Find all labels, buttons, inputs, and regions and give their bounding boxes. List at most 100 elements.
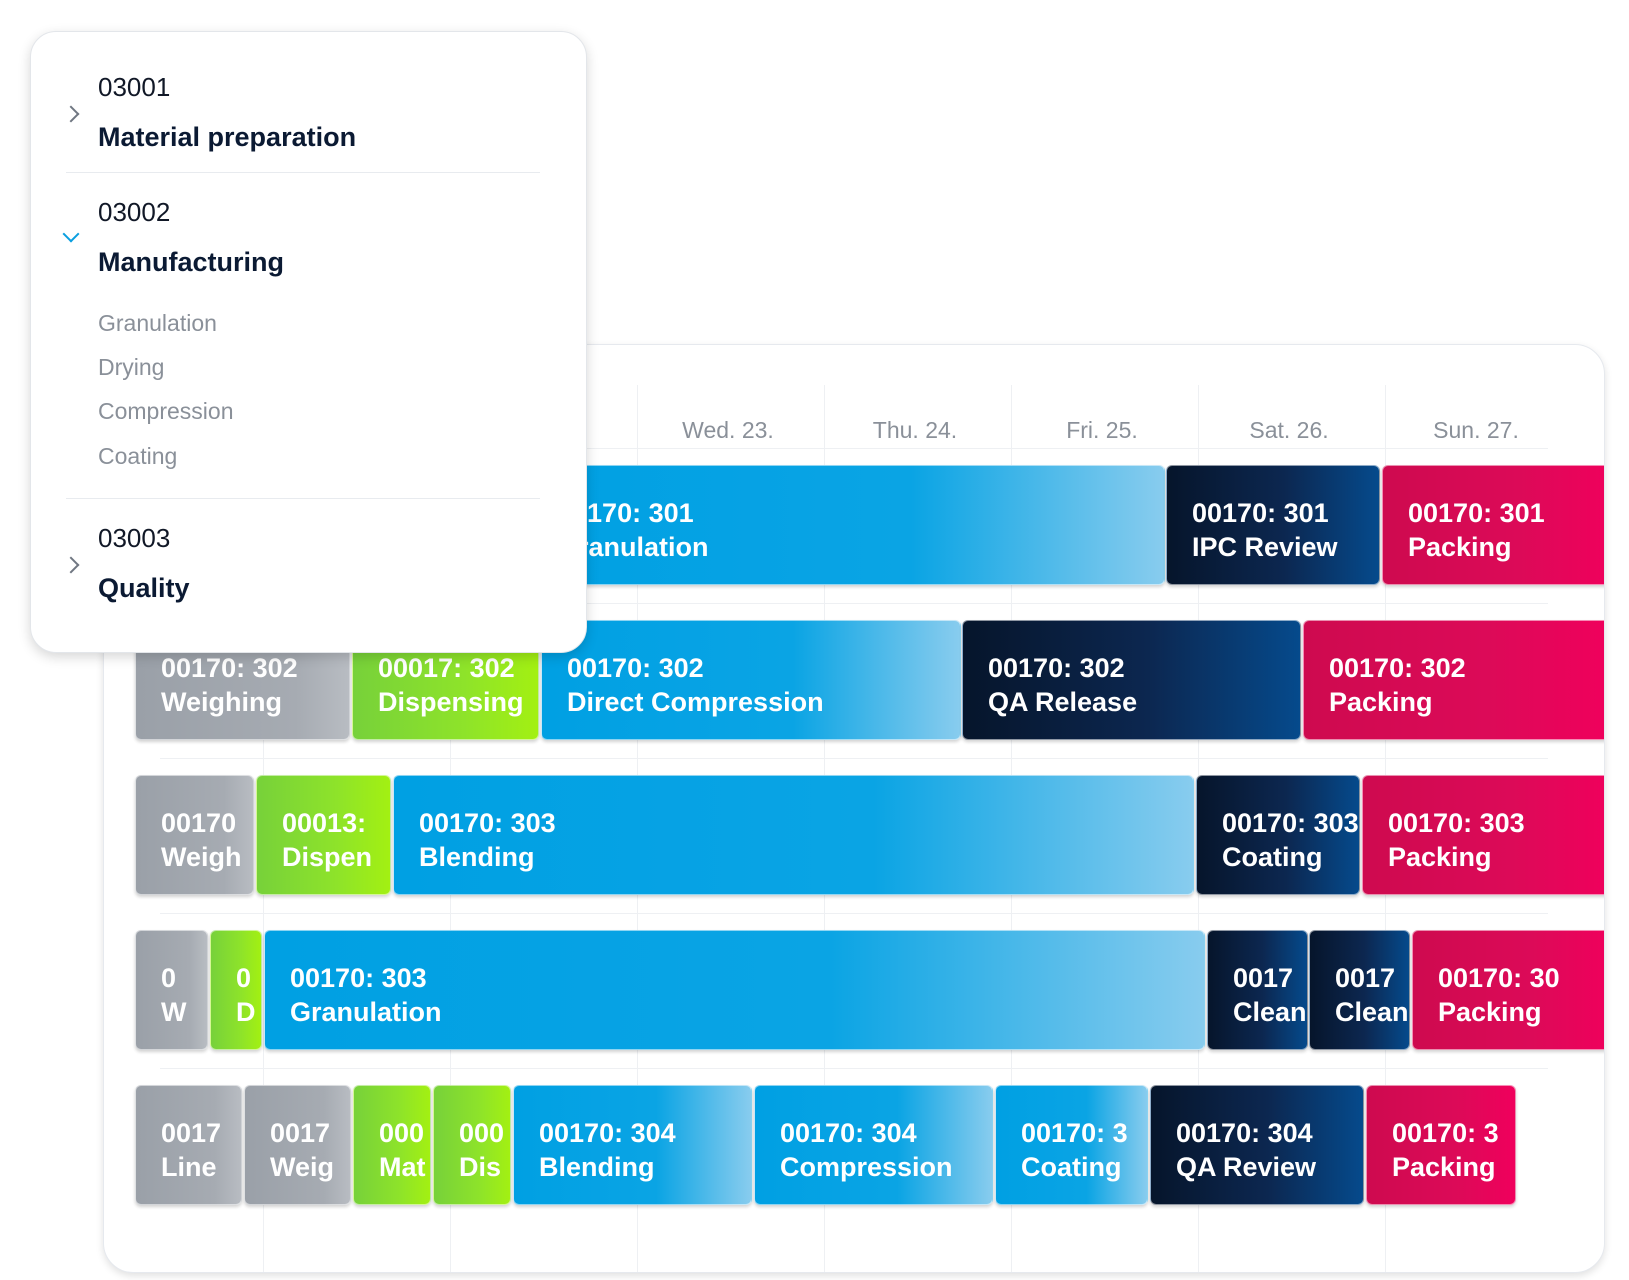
task-id: 0017 xyxy=(1335,963,1396,993)
task-bar[interactable]: 0017 Weig xyxy=(244,1085,351,1205)
grid-line xyxy=(160,913,1548,914)
task-label: QA Review xyxy=(1176,1152,1317,1182)
task-bar[interactable]: 000 Mat xyxy=(353,1085,431,1205)
group-code: 03003 xyxy=(98,523,171,553)
task-label: Packing xyxy=(1388,842,1492,872)
day-header: Wed. 23. xyxy=(682,417,774,443)
task-label: Clean xyxy=(1233,997,1307,1027)
task-label: W xyxy=(161,997,187,1027)
task-label: Blending xyxy=(539,1152,655,1182)
task-label: D xyxy=(236,997,256,1027)
subgroup-item[interactable]: Drying xyxy=(98,354,165,380)
subgroup-item[interactable]: Granulation xyxy=(98,310,217,336)
task-bar[interactable]: 00170: 304 Compression xyxy=(754,1085,993,1205)
task-label: Packing xyxy=(1408,532,1512,562)
task-bar[interactable]: 00170: 30 Packing xyxy=(1412,930,1604,1050)
gantt-chart: 2. Wed. 23. Thu. 24. Fri. 25. Sat. 26. S… xyxy=(103,344,1605,1273)
grid-line xyxy=(160,1068,1548,1069)
task-id: 00170: 304 xyxy=(539,1118,676,1148)
subgroup-item[interactable]: Coating xyxy=(98,443,178,469)
group-name[interactable]: Quality xyxy=(98,573,190,603)
task-id: 0017 xyxy=(1233,963,1294,993)
task-id: 00170: 303 xyxy=(1388,808,1525,838)
grid-line xyxy=(160,758,1548,759)
task-label: Compression xyxy=(780,1152,953,1182)
task-label: IPC Review xyxy=(1192,532,1338,562)
task-label: Granulation xyxy=(290,997,442,1027)
task-id: 00017: 302 xyxy=(378,653,515,683)
task-id: 0017 xyxy=(161,1118,222,1148)
task-label: Weighing xyxy=(161,687,282,717)
task-bar[interactable]: 0017 Clean xyxy=(1207,930,1308,1050)
task-bar[interactable]: 00170: 303 Packing xyxy=(1362,775,1604,895)
task-id: 00170: 302 xyxy=(567,653,704,683)
task-id: 00170: 303 xyxy=(290,963,427,993)
divider xyxy=(66,498,540,499)
task-label: Packing xyxy=(1392,1152,1496,1182)
task-bar[interactable]: 00170: 3 Coating xyxy=(995,1085,1148,1205)
task-id: 0 xyxy=(236,963,252,993)
day-header: Thu. 24. xyxy=(872,417,958,443)
task-id: 00170: 30 xyxy=(1438,963,1560,993)
task-id: 0017 xyxy=(270,1118,331,1148)
task-bar[interactable]: 0017 Line xyxy=(135,1085,242,1205)
task-id: 00170: 303 xyxy=(419,808,556,838)
task-label: Weigh xyxy=(161,842,242,872)
task-bar[interactable]: 00170: 301 Granulation xyxy=(531,465,1165,585)
task-id: 00170 xyxy=(161,808,237,838)
task-bar[interactable]: 00170: 304 Blending xyxy=(513,1085,752,1205)
task-id: 00170: 302 xyxy=(988,653,1125,683)
task-id: 00170: 301 xyxy=(1408,498,1545,528)
chevron-right-icon[interactable] xyxy=(62,105,80,123)
task-id: 00013: xyxy=(282,808,367,838)
group-code: 03002 xyxy=(98,197,171,227)
task-bar[interactable]: 00170: 302 Packing xyxy=(1303,620,1604,740)
group-name[interactable]: Manufacturing xyxy=(98,247,284,277)
task-bar[interactable]: 00170: 301 IPC Review xyxy=(1166,465,1380,585)
task-label: Packing xyxy=(1329,687,1433,717)
task-id: 000 xyxy=(459,1118,505,1148)
task-bar[interactable]: 00170: 304 QA Review xyxy=(1150,1085,1364,1205)
task-id: 00170: 303 xyxy=(1222,808,1359,838)
task-label: Line xyxy=(161,1152,217,1182)
task-label: Dispensing xyxy=(378,687,524,717)
task-bar[interactable]: 00170: 3 Packing xyxy=(1366,1085,1516,1205)
task-bar[interactable]: 00170: 302 QA Release xyxy=(962,620,1301,740)
task-label: Coating xyxy=(1021,1152,1122,1182)
task-label: Mat xyxy=(379,1152,426,1182)
task-bar[interactable]: 00170: 303 Blending xyxy=(393,775,1194,895)
task-id: 00170: 302 xyxy=(1329,653,1466,683)
task-label: Weig xyxy=(270,1152,335,1182)
task-bar[interactable]: 00170: 303 Granulation xyxy=(264,930,1205,1050)
task-label: Clean xyxy=(1335,997,1409,1027)
task-bar[interactable]: 00013: Dispen xyxy=(256,775,391,895)
day-header: Sun. 27. xyxy=(1433,417,1519,443)
process-tree-panel: 03001 Material preparation 03002 Manufac… xyxy=(30,31,587,653)
task-bar[interactable]: 0 W xyxy=(135,930,208,1050)
task-label: Dispen xyxy=(282,842,373,872)
task-bar[interactable]: 0 D xyxy=(210,930,262,1050)
task-id: 0 xyxy=(161,963,177,993)
day-header: Fri. 25. xyxy=(1066,417,1138,443)
subgroup-item[interactable]: Compression xyxy=(98,398,234,424)
task-bar[interactable]: 00170: 302 Direct Compression xyxy=(541,620,961,740)
task-id: 00170: 301 xyxy=(1192,498,1329,528)
task-bar[interactable]: 000 Dis xyxy=(433,1085,511,1205)
chevron-right-icon[interactable] xyxy=(62,556,80,574)
day-header: Sat. 26. xyxy=(1249,417,1329,443)
divider xyxy=(66,172,540,173)
task-label: Direct Compression xyxy=(567,687,824,717)
task-bar[interactable]: 0017 Clean xyxy=(1309,930,1410,1050)
task-label: Blending xyxy=(419,842,535,872)
task-label: Packing xyxy=(1438,997,1542,1027)
task-bar[interactable]: 00170: 303 Coating xyxy=(1196,775,1360,895)
task-id: 00170: 304 xyxy=(1176,1118,1313,1148)
task-bar[interactable]: 00170 Weigh xyxy=(135,775,254,895)
chevron-down-icon[interactable] xyxy=(62,225,80,243)
group-name[interactable]: Material preparation xyxy=(98,122,357,152)
task-label: QA Release xyxy=(988,687,1138,717)
task-bar[interactable]: 00170: 301 Packing xyxy=(1382,465,1604,585)
task-id: 00170: 3 xyxy=(1021,1118,1128,1148)
grid-line xyxy=(160,448,1548,449)
task-id: 000 xyxy=(379,1118,425,1148)
